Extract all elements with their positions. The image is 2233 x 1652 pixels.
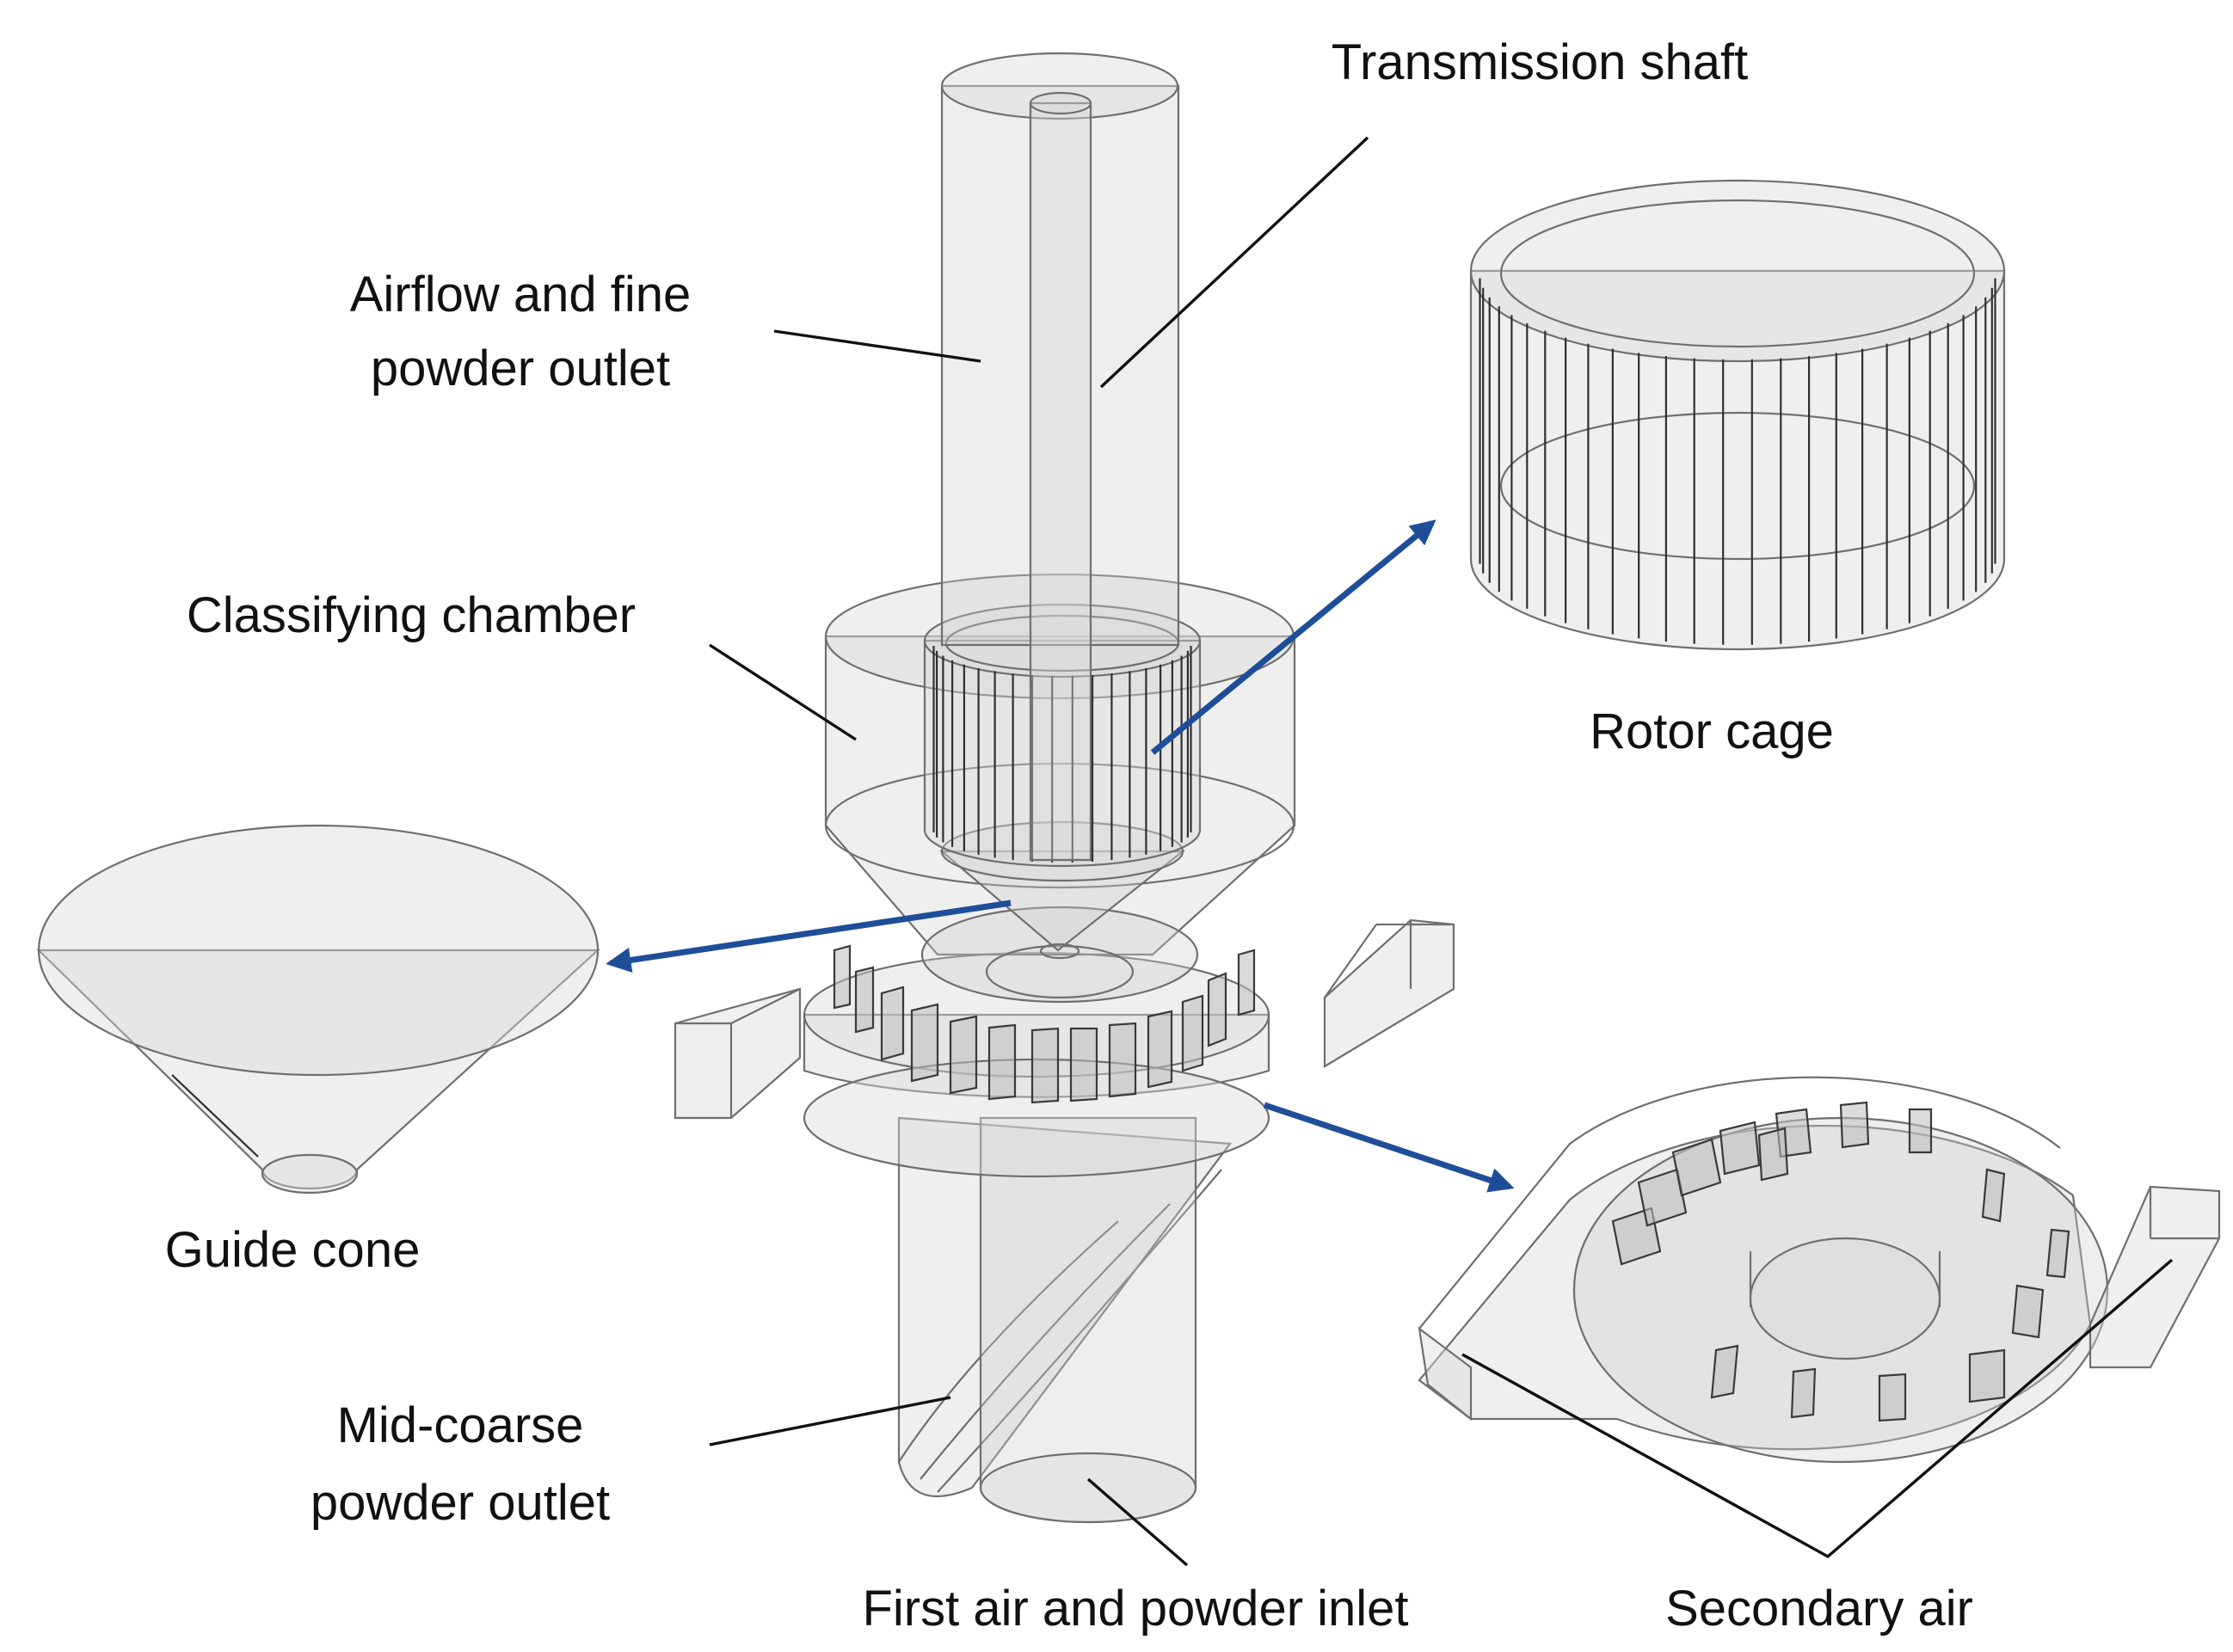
label-rotor-cage: Rotor cage bbox=[1590, 703, 1834, 759]
inner-rotor-cage bbox=[923, 603, 1202, 868]
main-assembly bbox=[674, 52, 1455, 1524]
label-mid-coarse-line1: Mid-coarse bbox=[337, 1397, 584, 1453]
label-airflow-outlet-line1: Airflow and fine bbox=[350, 267, 692, 322]
airflow-outlet-tube bbox=[940, 52, 1180, 647]
label-first-air-inlet: First air and powder inlet bbox=[862, 1581, 1408, 1637]
label-mid-coarse-line2: powder outlet bbox=[311, 1475, 610, 1531]
arrow-to-secondary-air bbox=[1263, 1102, 1515, 1193]
label-transmission-shaft: Transmission shaft bbox=[1332, 34, 1749, 90]
guide-cone-detail bbox=[36, 824, 600, 1194]
leader-transmission-shaft bbox=[1099, 136, 1369, 389]
leader-airflow-outlet bbox=[773, 329, 981, 363]
mid-coarse-outlet-tube bbox=[897, 1116, 1233, 1498]
volute-detail-vanes bbox=[1611, 1101, 2070, 1422]
label-guide-cone: Guide cone bbox=[165, 1222, 421, 1278]
label-classifying-chamber: Classifying chamber bbox=[187, 587, 636, 643]
arrow-to-guide-cone bbox=[606, 900, 1012, 973]
first-air-inlet-tube bbox=[979, 1116, 1197, 1524]
inner-guide-cone bbox=[939, 820, 1186, 960]
guide-vanes bbox=[833, 944, 1256, 1104]
detail-arrows bbox=[606, 519, 1515, 1193]
rotor-cage-detail bbox=[1469, 179, 2006, 651]
leader-classifying-chamber bbox=[709, 643, 857, 741]
volute-detail bbox=[1418, 1076, 2221, 1464]
leader-first-air bbox=[1086, 1477, 1189, 1567]
arrow-to-rotor-cage bbox=[1150, 519, 1436, 755]
leader-secondary-air bbox=[1461, 1258, 2174, 1559]
leader-lines bbox=[709, 136, 2174, 1567]
label-secondary-air: Secondary air bbox=[1665, 1581, 1973, 1637]
labels: Transmission shaft Airflow and fine powd… bbox=[165, 34, 1973, 1637]
label-airflow-outlet-line2: powder outlet bbox=[371, 341, 670, 396]
leader-mid-coarse bbox=[709, 1396, 951, 1446]
transmission-shaft bbox=[1029, 91, 1092, 862]
